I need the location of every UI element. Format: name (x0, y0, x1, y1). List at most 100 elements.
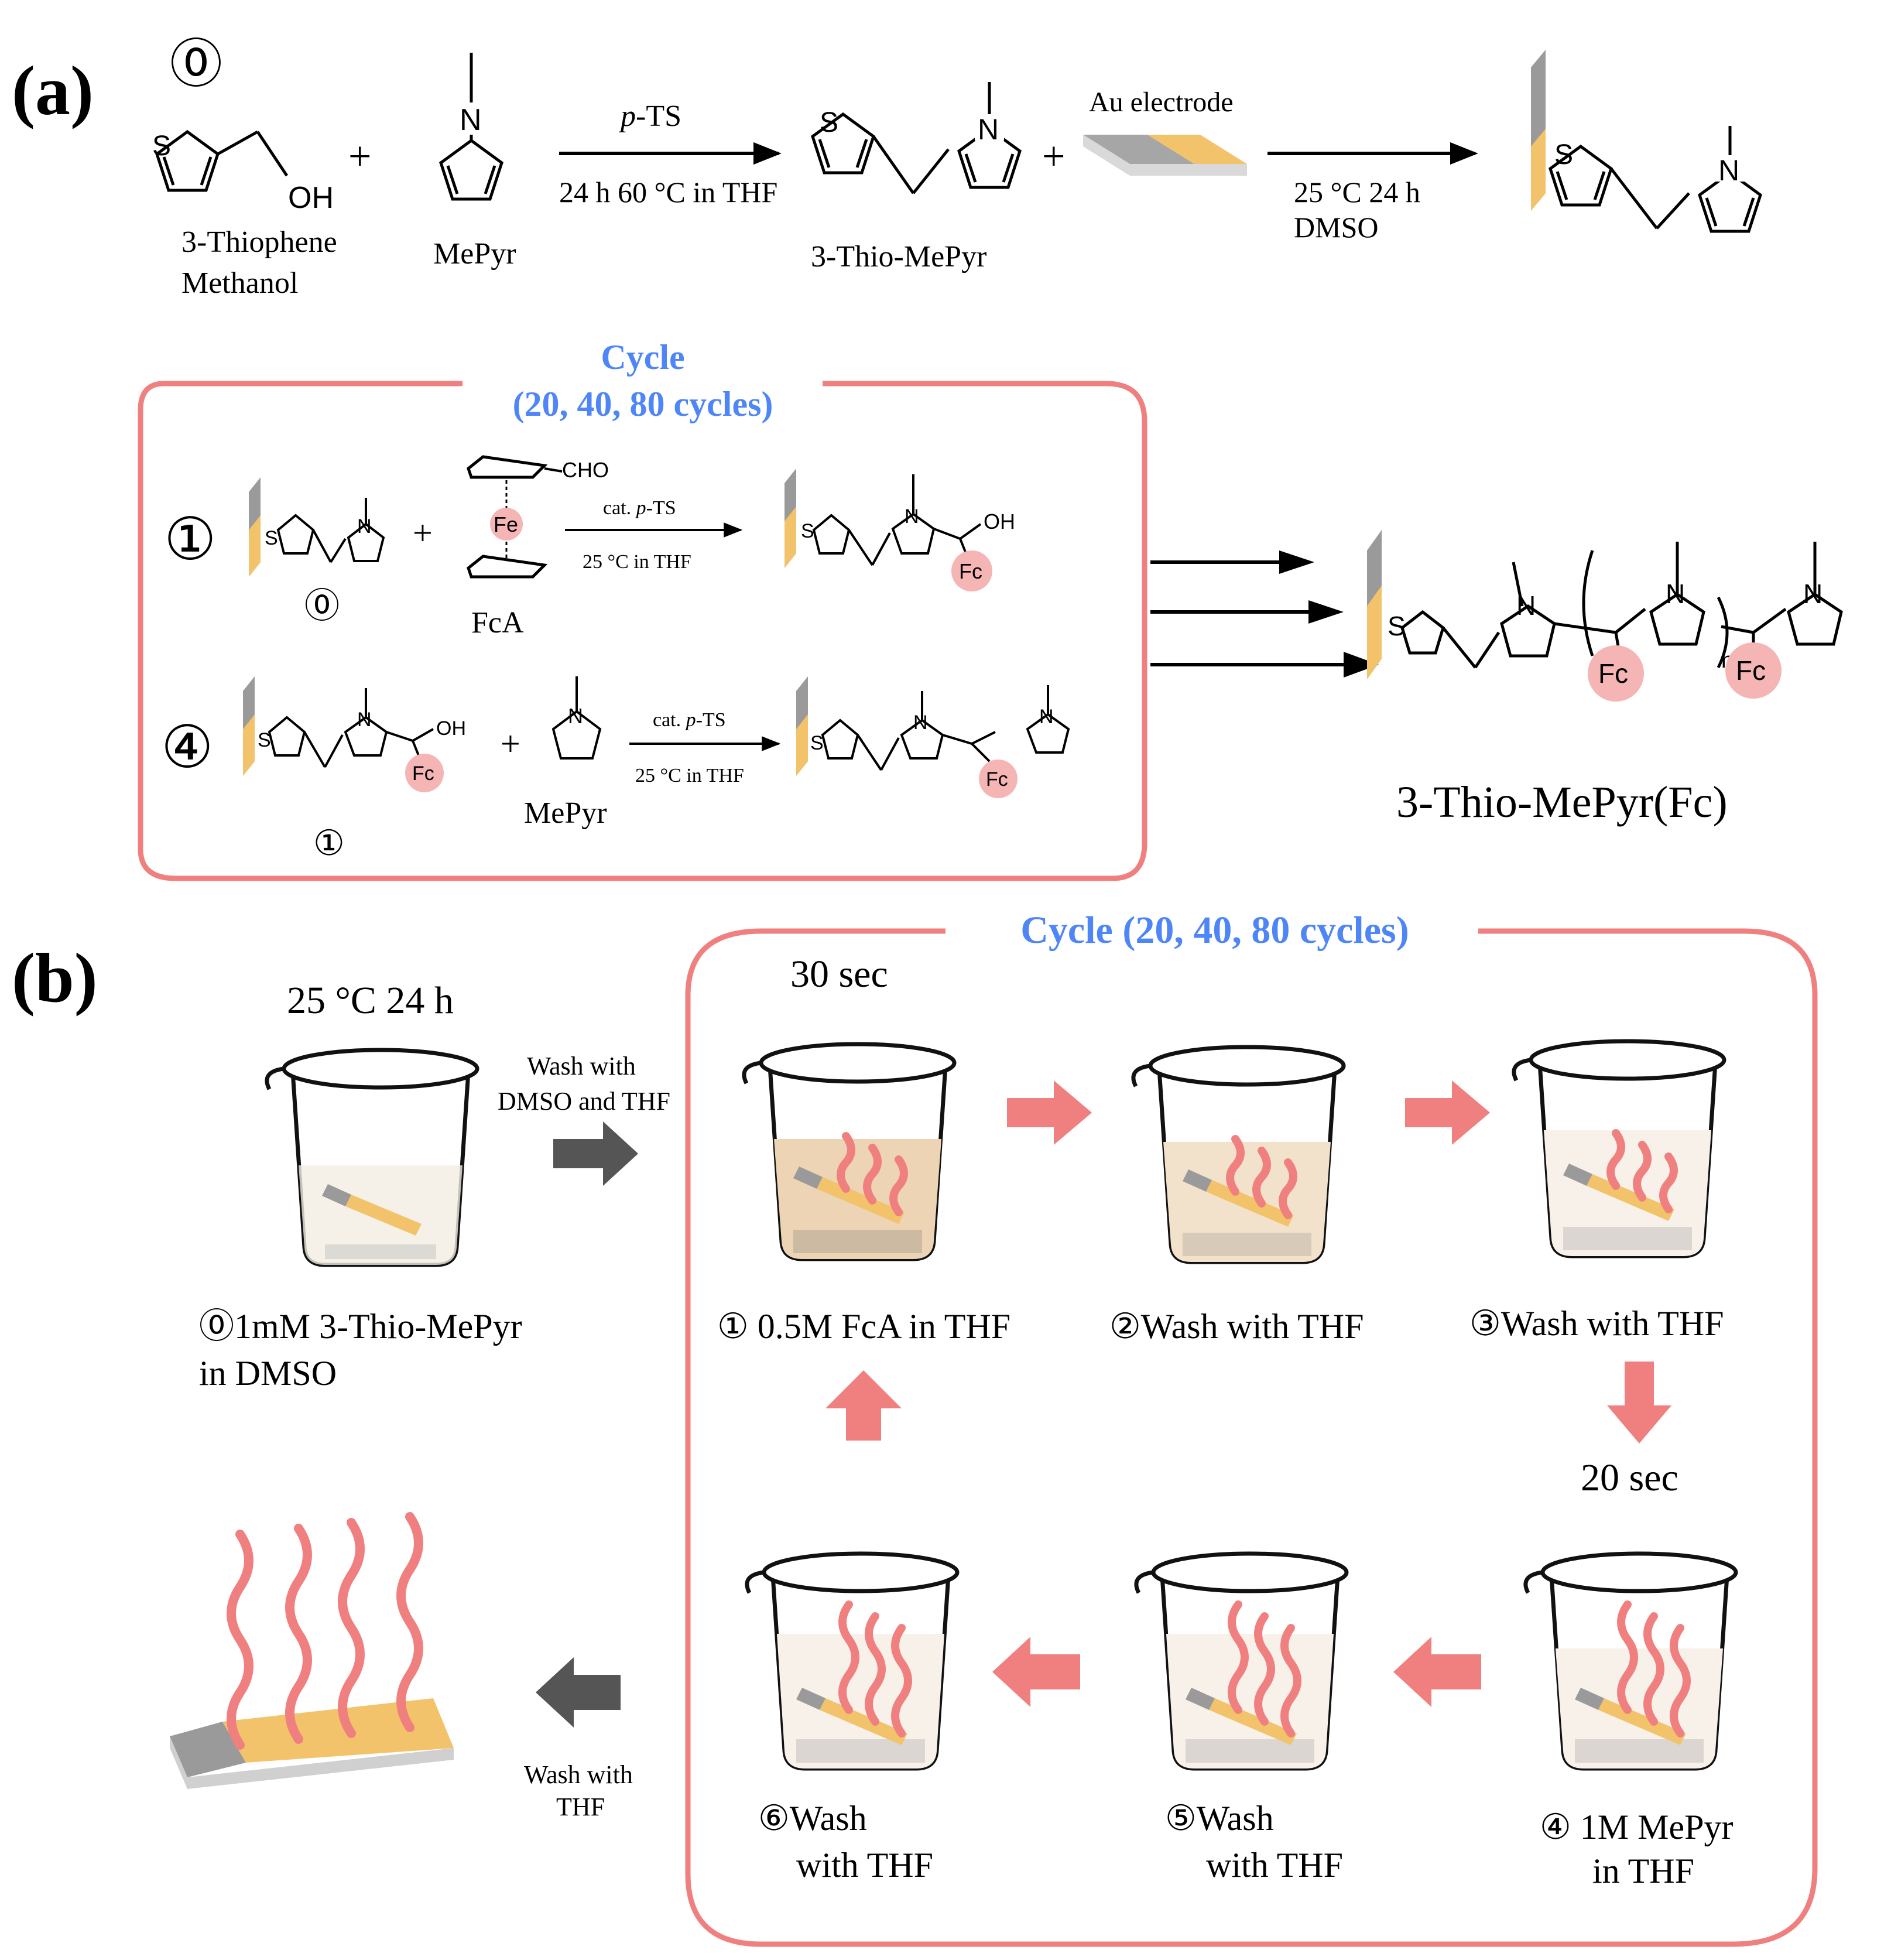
reaction-arrow-2: 25 °C 24 h DMSO (1267, 142, 1478, 244)
nitrogen-label: N (568, 704, 583, 728)
beaker6-caption-line2: with THF (796, 1846, 933, 1884)
step1-cond-suffix: -TS (646, 497, 676, 519)
arrow-b3-b4 (1607, 1362, 1671, 1444)
svg-text:cat. p-TS: cat. p-TS (603, 497, 676, 519)
wash-final-arrow (536, 1657, 621, 1728)
repeat-arrows (1150, 550, 1379, 678)
beaker-0 (267, 1050, 477, 1265)
thiophene-methanol-structure: S OH (152, 131, 334, 215)
step4-cond-suffix: -TS (696, 709, 726, 731)
nitrogen-label: N (1803, 579, 1823, 609)
sulfur-label: S (1554, 139, 1573, 170)
reagent-prefix: p (618, 100, 636, 133)
arrow-b4-b5 (1393, 1637, 1481, 1707)
plus-sign-3: + (413, 514, 433, 552)
arrow-b1-b2 (1007, 1080, 1092, 1145)
beaker1-caption: ① 0.5M FcA in THF (717, 1307, 1010, 1346)
nitrogen-label: N (357, 709, 372, 731)
fca-label: FcA (471, 606, 524, 639)
nitrogen-label: N (1516, 590, 1536, 621)
plus-sign-4: + (501, 724, 520, 763)
beaker3-caption: ③Wash with THF (1469, 1304, 1724, 1343)
nitrogen-label: N (1718, 154, 1739, 187)
beaker-1 (744, 1044, 954, 1259)
beaker-3 (1514, 1041, 1724, 1256)
fe-label: Fe (494, 512, 518, 536)
oh-label: OH (984, 509, 1015, 533)
step1-product-structure: S N OH Fc (785, 468, 1015, 591)
beaker0-caption-line1: ⓪1mM 3-Thio-MePyr (199, 1307, 522, 1346)
svg-text:cat. p-TS: cat. p-TS (653, 709, 726, 731)
oh-label: OH (288, 181, 334, 215)
step1-cond-prefix: cat. (603, 497, 636, 519)
beaker-4 (1526, 1554, 1736, 1769)
mepyr-small-structure: N (551, 676, 602, 760)
step1-circle: ① (164, 507, 217, 572)
polymer-product-structure: S N Fc N n Fc N (1367, 530, 1843, 702)
reagent-suffix: -TS (636, 100, 681, 133)
arrow-b6-b1 (825, 1370, 902, 1441)
fc-label: Fc (412, 762, 434, 785)
beaker0-caption-line2: in DMSO (199, 1354, 337, 1393)
cho-label: CHO (562, 458, 609, 482)
fc-label: Fc (1736, 655, 1766, 686)
fc-label: Fc (1598, 658, 1628, 689)
beaker5-caption-line2: with THF (1206, 1846, 1343, 1884)
nitrogen-label: N (357, 515, 372, 538)
nitrogen-label: N (978, 113, 999, 146)
beaker4-caption-line2: in THF (1592, 1852, 1694, 1890)
beaker1-time: 30 sec (790, 953, 888, 996)
reactant1-name-line1: 3-Thiophene (181, 225, 337, 259)
reaction-conditions: 24 h 60 °C in THF (559, 176, 777, 208)
beaker2-caption: ②Wash with THF (1109, 1307, 1364, 1346)
final-product-name: 3-Thio-MePyr(Fc) (1396, 778, 1728, 827)
nitrogen-label: N (905, 505, 919, 528)
sam-conditions-line2: DMSO (1294, 211, 1378, 244)
wash1-arrow (553, 1121, 638, 1186)
nitrogen-label: N (1039, 706, 1054, 728)
wash1-line1: Wash with (527, 1052, 636, 1080)
step1-cond-italic: p (635, 497, 646, 519)
fc-label: Fc (986, 768, 1008, 791)
arrow-b5-b6 (992, 1637, 1080, 1707)
step4-sam-reactant: S N OH Fc (243, 676, 466, 792)
nitrogen-label: N (460, 103, 482, 137)
cycle-title-b: Cycle (20, 40, 80 cycles) (1020, 909, 1409, 952)
arrow-b2-b3 (1405, 1080, 1490, 1145)
wash1-line2: DMSO and THF (498, 1087, 670, 1116)
beaker-5 (1136, 1554, 1347, 1769)
beaker4-caption-line1: ④ 1M MePyr (1540, 1808, 1733, 1846)
au-electrode (1083, 135, 1247, 176)
product-name: 3-Thio-MePyr (811, 240, 986, 273)
mepyr-structure: N (441, 53, 502, 199)
plus-sign-1: + (348, 134, 371, 179)
cycle-title: Cycle (601, 338, 684, 377)
au-electrode-label: Au electrode (1089, 87, 1234, 118)
wash-final-line1: Wash with (524, 1760, 633, 1789)
reaction-arrow-1: p-TS 24 h 60 °C in THF (559, 100, 782, 208)
cycle-subtitle: (20, 40, 80 cycles) (513, 385, 773, 423)
beaker6-caption-line1: ⑥Wash (758, 1799, 867, 1838)
sulfur-label: S (152, 131, 171, 162)
step0-circle-label: ⓪ (170, 36, 222, 94)
oh-label: OH (436, 717, 466, 740)
panel-a-label: (a) (12, 52, 94, 129)
thio-mepyr-structure: S N (813, 82, 1020, 194)
beaker4-time: 20 sec (1581, 1456, 1678, 1499)
beaker-2 (1133, 1047, 1344, 1262)
cycle-box-b (685, 928, 1818, 1947)
step4-sub-label: ① (313, 824, 345, 863)
step1-sam-reactant: S N (249, 477, 385, 577)
sulfur-label: S (820, 107, 838, 138)
sulfur-label: S (810, 732, 824, 754)
final-electrode (170, 1512, 454, 1789)
step4-cond-italic: p (685, 709, 696, 731)
sulfur-label: S (265, 527, 278, 549)
sulfur-label: S (1388, 611, 1406, 641)
beaker5-caption-line1: ⑤Wash (1165, 1799, 1274, 1838)
sam-product-structure: S N (1531, 50, 1760, 231)
step1-cond-line2: 25 °C in THF (583, 551, 691, 573)
beaker-6 (747, 1554, 957, 1769)
step4-cond-prefix: cat. (653, 709, 686, 731)
nitrogen-label: N (1666, 579, 1685, 609)
